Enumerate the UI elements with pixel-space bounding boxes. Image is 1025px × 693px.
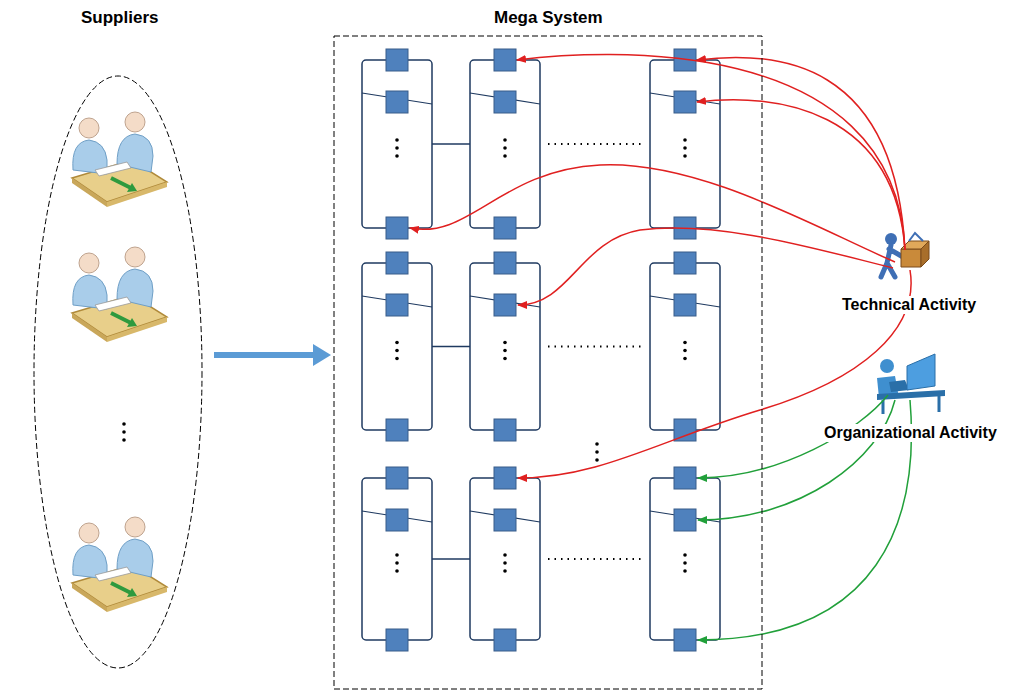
group-heading: Suppliers bbox=[81, 8, 158, 28]
system-boundary: Mega System bbox=[333, 4, 763, 690]
subsystem-grid bbox=[362, 49, 720, 651]
boundary-outline bbox=[333, 35, 763, 690]
flow-arrow bbox=[214, 344, 331, 366]
activity-label: Organizational Activity bbox=[822, 424, 999, 442]
group-heading: Mega System bbox=[494, 8, 603, 28]
boundary-outline bbox=[30, 74, 210, 670]
activity-label: Technical Activity bbox=[840, 296, 978, 314]
activity-arrows bbox=[410, 55, 911, 640]
ellipsis bbox=[122, 422, 126, 442]
supplier-group: Suppliers bbox=[30, 4, 210, 670]
